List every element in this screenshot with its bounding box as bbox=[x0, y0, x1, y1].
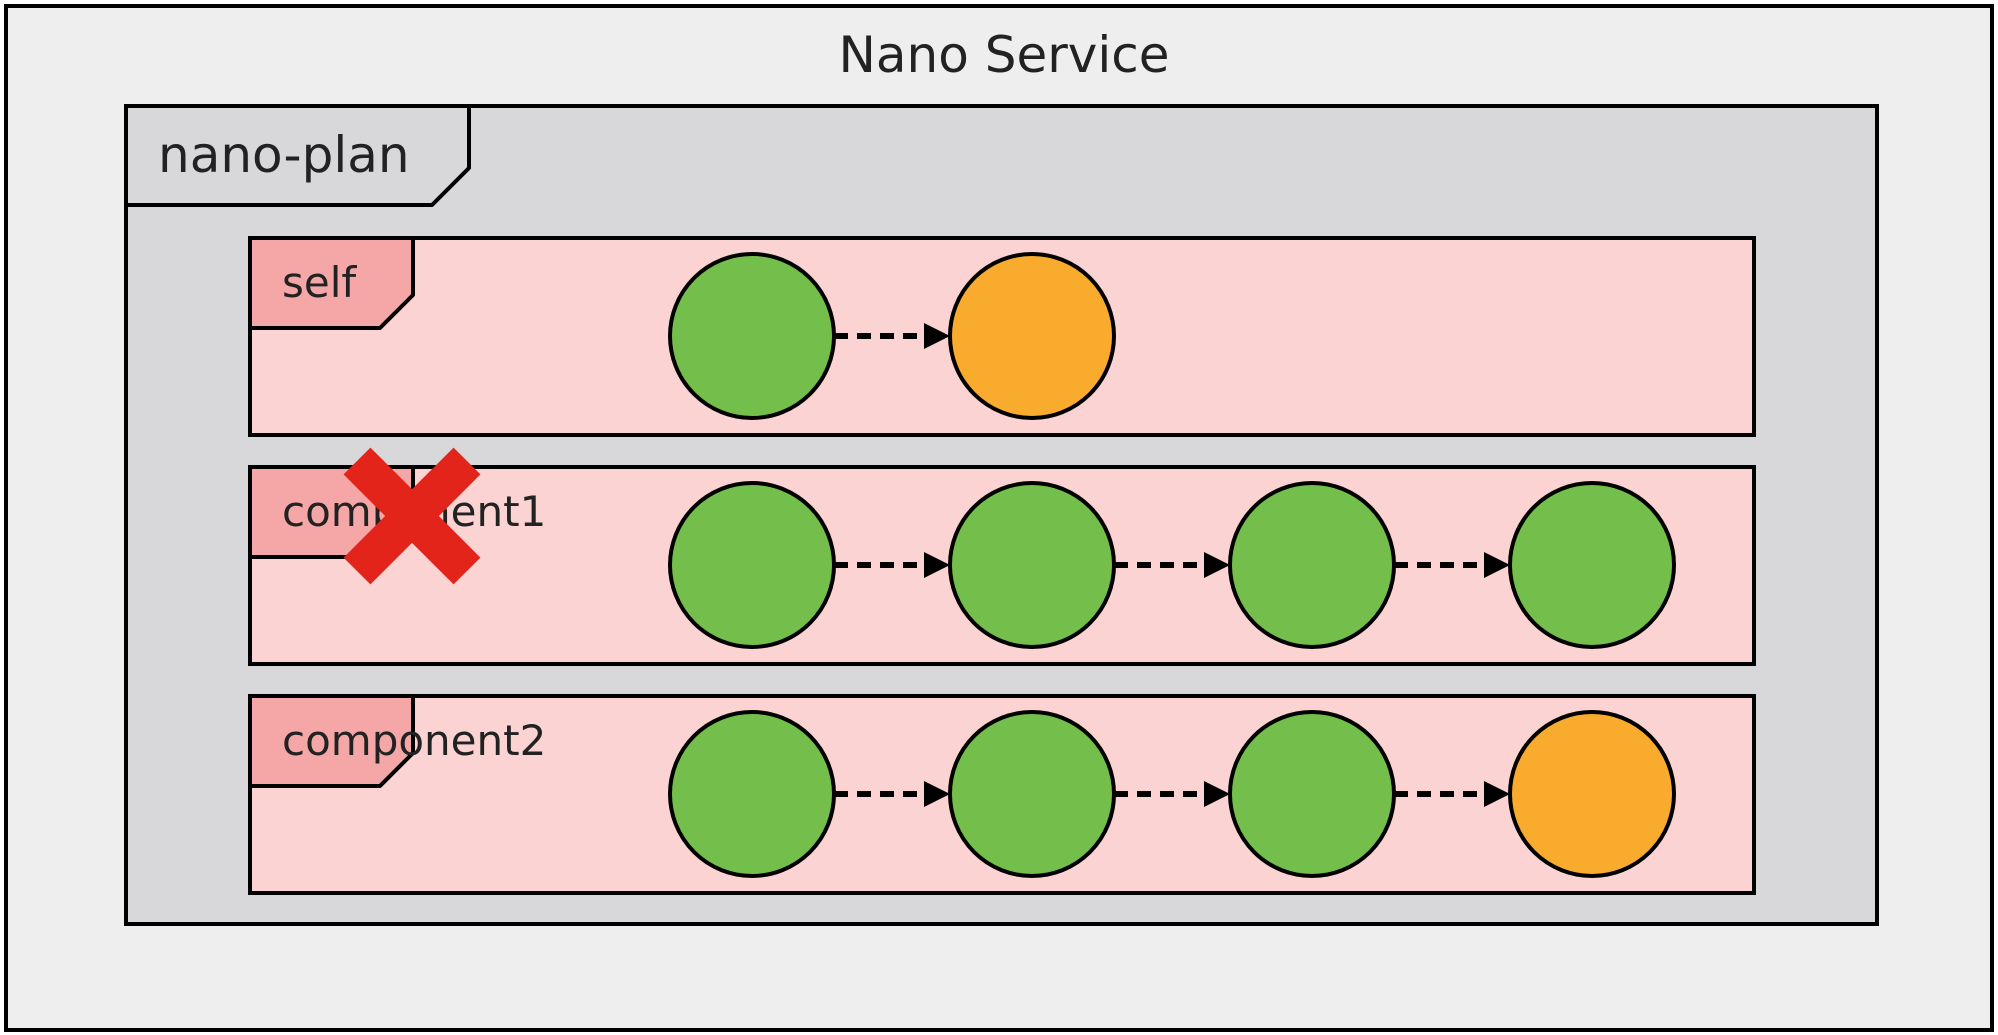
nano-plan-tab bbox=[124, 104, 471, 207]
component-label: self bbox=[282, 258, 357, 307]
transition-arrowhead bbox=[924, 781, 950, 807]
transition-arrowhead bbox=[924, 323, 950, 349]
transition-arrowhead bbox=[924, 552, 950, 578]
state-green-circle bbox=[668, 252, 836, 420]
state-green-circle bbox=[948, 710, 1116, 878]
component-label: component2 bbox=[282, 716, 546, 765]
transition-arrowhead bbox=[1204, 552, 1230, 578]
component-tab bbox=[248, 236, 415, 330]
state-green-circle bbox=[1228, 481, 1396, 649]
nano-plan-label: nano-plan bbox=[158, 126, 410, 184]
state-orange-circle bbox=[1508, 710, 1676, 878]
transition-arrowhead bbox=[1204, 781, 1230, 807]
transition-arrowhead bbox=[1484, 781, 1510, 807]
component-row: component2 bbox=[248, 694, 1756, 895]
red-x-stroke bbox=[343, 447, 481, 585]
state-green-circle bbox=[1508, 481, 1676, 649]
transition-arrowhead bbox=[1484, 552, 1510, 578]
component-tab bbox=[248, 694, 415, 788]
state-green-circle bbox=[668, 710, 836, 878]
state-orange-circle bbox=[948, 252, 1116, 420]
state-green-circle bbox=[948, 481, 1116, 649]
nano-service-title: Nano Service bbox=[838, 26, 1169, 84]
components-group: self component1 component2 bbox=[248, 236, 1756, 895]
component-row: self bbox=[248, 236, 1756, 437]
component-row: component1 bbox=[248, 447, 1756, 666]
state-green-circle bbox=[668, 481, 836, 649]
state-green-circle bbox=[1228, 710, 1396, 878]
red-x-icon bbox=[343, 447, 481, 585]
